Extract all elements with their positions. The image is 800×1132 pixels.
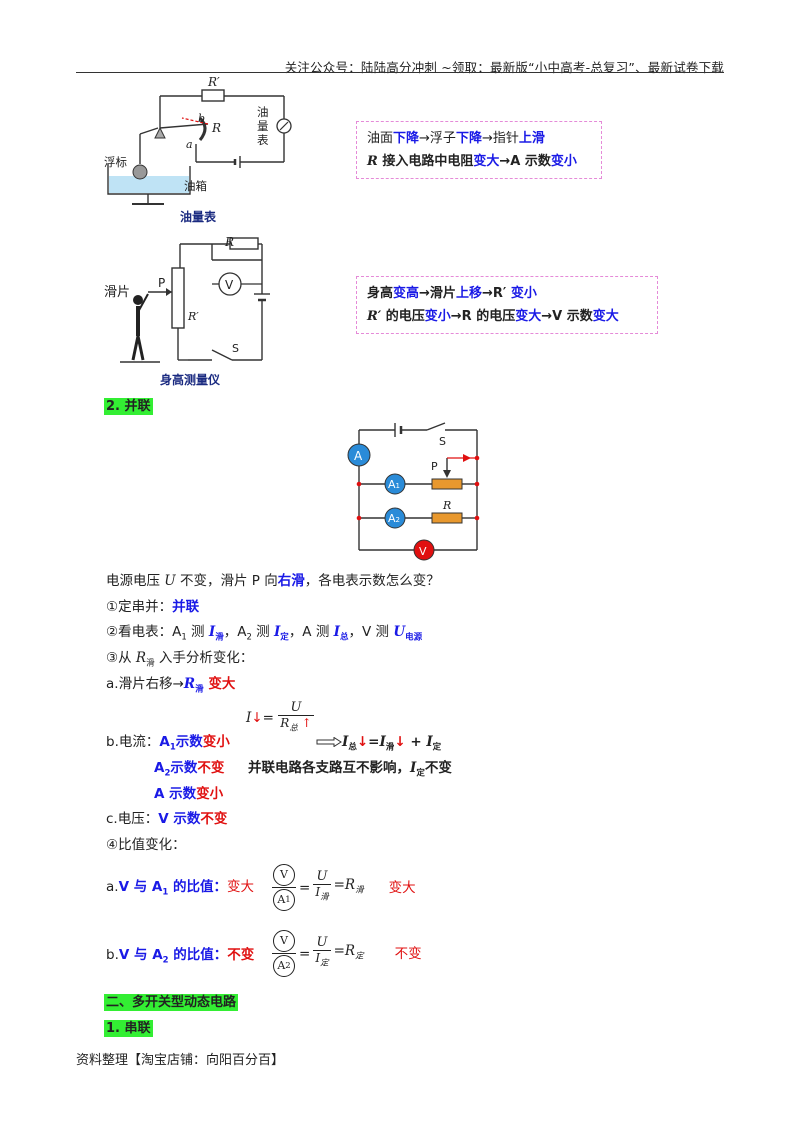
voltmeter-label: V xyxy=(419,545,427,558)
ratio-a-label: a.V 与 A1 的比值：变大 xyxy=(106,879,254,898)
fig2-caption: 身高测量仪 xyxy=(160,372,221,387)
step-3: ③从 R滑 入手分析变化： xyxy=(106,650,254,669)
line-b-current: b.电流：A1示数变小 xyxy=(106,734,230,753)
section-series-heading: 1. 串联 xyxy=(104,1020,153,1037)
meter-label-1: 油 xyxy=(257,105,269,119)
height-meter-diagram: V 滑片 P R R′ S 身高测量仪 xyxy=(104,235,270,387)
page-header: 关注公众号：陆陆高分冲刺 ~领取：最新版“小中高考-总复习”、最新试卷下载 xyxy=(284,60,724,75)
box1-line2: R 接入电路中电阻变大→A 示数变小 xyxy=(367,154,577,169)
r-label: R xyxy=(211,121,221,135)
v-meter-label: V xyxy=(225,278,234,292)
line-a2: A2示数不变 xyxy=(154,760,225,779)
r-label-2: R xyxy=(224,235,234,249)
step-4: ④比值变化： xyxy=(106,837,186,853)
ammeter-a2-label: A2 xyxy=(388,512,400,525)
box2-line1: 身高变高→滑片上移→R′ 变小 xyxy=(367,286,537,301)
ratio-b-label: b.V 与 A2 的比值：不变 xyxy=(106,947,255,966)
slider-p-label: P xyxy=(431,460,438,473)
ammeter-a-label: A xyxy=(354,449,363,463)
r-prime-label-2: R′ xyxy=(187,310,199,323)
current-chain: I总↓=I滑↓ + I定 xyxy=(342,734,442,753)
ratio-a-result: 变大 xyxy=(388,879,416,896)
box1-line1: 油面下降→浮子下降→指针上滑 xyxy=(367,131,545,146)
line-a-total: A 示数变小 xyxy=(154,786,224,802)
b-label: b xyxy=(198,112,205,125)
section-multi-switch-heading: 二、多开关型动态电路 xyxy=(104,994,239,1011)
step-2: ②看电表：A1 测 I滑，A2 测 I定，A 测 I总，V 测 U电源 xyxy=(106,624,423,643)
analysis-box-oil: 油面下降→浮子下降→指针上滑 R 接入电路中电阻变大→A 示数变小 xyxy=(356,121,602,179)
question-text: 电源电压 U 不变，滑片 P 向右滑，各电表示数怎么变？ xyxy=(106,573,440,589)
oil-gauge-diagram: R′ R b a 油 量 表 浮标 油箱 油量表 xyxy=(104,76,292,224)
step-1: ①定串并：并联 xyxy=(106,599,200,615)
ammeter-a1-label: A1 xyxy=(388,478,400,491)
parallel-circuit-diagram: A A1 A2 V S P R xyxy=(347,422,480,561)
implies-arrow xyxy=(316,737,342,747)
box2-line2: R′ 的电压变小→R 的电压变大→V 示数变大 xyxy=(367,309,619,324)
a2-note: 并联电路各支路互不影响，I定不变 xyxy=(248,760,452,779)
switch-label: S xyxy=(232,342,239,355)
fig1-caption: 油量表 xyxy=(180,209,217,224)
p-label: P xyxy=(158,276,165,290)
meter-label-2: 量 xyxy=(257,119,269,133)
meter-label-3: 表 xyxy=(257,133,269,147)
header-rule xyxy=(76,72,724,73)
float-label: 浮标 xyxy=(104,155,127,169)
a-label: a xyxy=(186,138,193,151)
tank-label: 油箱 xyxy=(184,179,207,193)
r-prime-label: R′ xyxy=(207,76,220,89)
line-c-voltage: c.电压：V 示数不变 xyxy=(106,811,228,827)
ratio-b-result: 不变 xyxy=(394,945,422,962)
section-parallel-heading: 2. 并联 xyxy=(104,398,153,415)
line-a-slider: a.滑片右移→R滑 变大 xyxy=(106,676,236,695)
resistor-r-label: R xyxy=(442,499,451,512)
slider-label: 滑片 xyxy=(104,285,130,300)
switch-s-label: S xyxy=(439,435,446,448)
analysis-box-height: 身高变高→滑片上移→R′ 变小 R′ 的电压变小→R 的电压变大→V 示数变大 xyxy=(356,276,658,334)
page-footer: 资料整理【淘宝店铺：向阳百分百】 xyxy=(76,1053,285,1068)
